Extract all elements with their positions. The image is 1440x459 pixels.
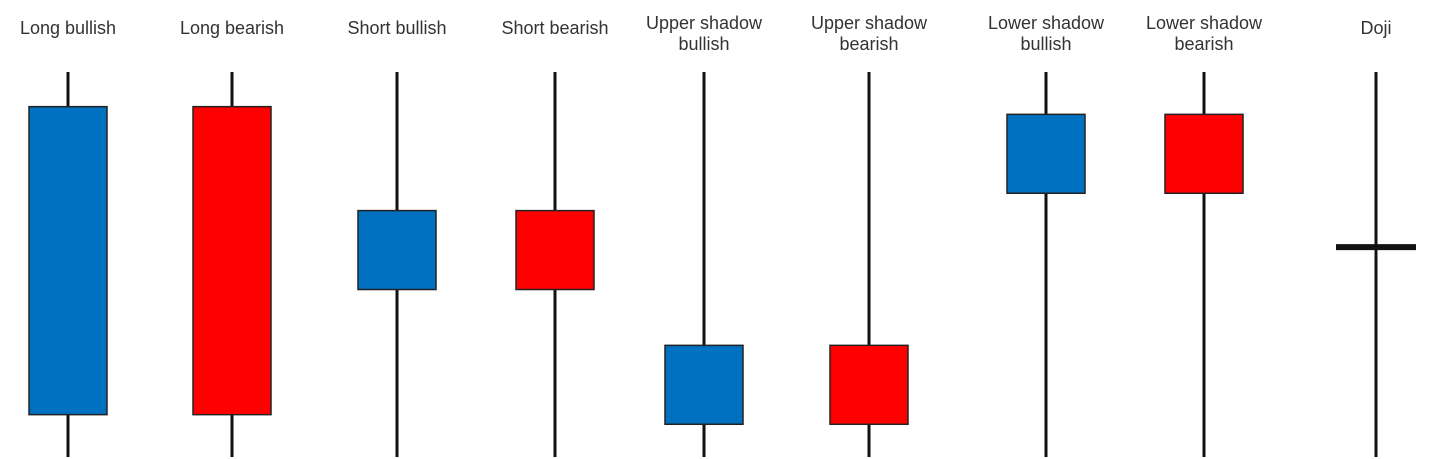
candle-body-bearish: [515, 209, 595, 291]
candles: [28, 72, 1416, 457]
candle-long-bearish: [192, 72, 272, 457]
label-line: Upper shadow: [811, 13, 928, 33]
label-short-bearish: Short bearish: [501, 18, 608, 38]
label-line: bullish: [678, 34, 729, 54]
label-line: bearish: [839, 34, 898, 54]
label-line: Long bullish: [20, 18, 116, 38]
label-line: Lower shadow: [988, 13, 1105, 33]
candle-short-bullish: [357, 72, 437, 457]
label-line: bullish: [1020, 34, 1071, 54]
candle-body-bullish: [664, 344, 744, 426]
label-line: Doji: [1360, 18, 1391, 38]
candle-body-bullish: [1006, 113, 1086, 195]
candle-short-bearish: [515, 72, 595, 457]
label-line: Lower shadow: [1146, 13, 1263, 33]
pattern-labels: Long bullish Long bearish Short bullish Sho…: [20, 13, 1392, 54]
candle-upper-shadow-bearish: [829, 72, 909, 457]
candle-long-bullish: [28, 72, 108, 457]
candle-body-bullish: [28, 105, 108, 416]
label-long-bearish: Long bearish: [180, 18, 284, 38]
candle-lower-shadow-bearish: [1164, 72, 1244, 457]
candle-upper-shadow-bullish: [664, 72, 744, 457]
candle-body-bullish: [357, 209, 437, 291]
candle-body-bearish: [1164, 113, 1244, 195]
candle-doji: [1336, 72, 1416, 457]
label-long-bullish: Long bullish: [20, 18, 116, 38]
candle-body-bearish: [829, 344, 909, 426]
label-line: Short bearish: [501, 18, 608, 38]
candle-lower-shadow-bullish: [1006, 72, 1086, 457]
label-doji: Doji: [1360, 18, 1391, 38]
candle-body-bearish: [192, 105, 272, 416]
label-line: bearish: [1174, 34, 1233, 54]
label-short-bullish: Short bullish: [347, 18, 446, 38]
label-line: Short bullish: [347, 18, 446, 38]
label-line: Long bearish: [180, 18, 284, 38]
label-line: Upper shadow: [646, 13, 763, 33]
